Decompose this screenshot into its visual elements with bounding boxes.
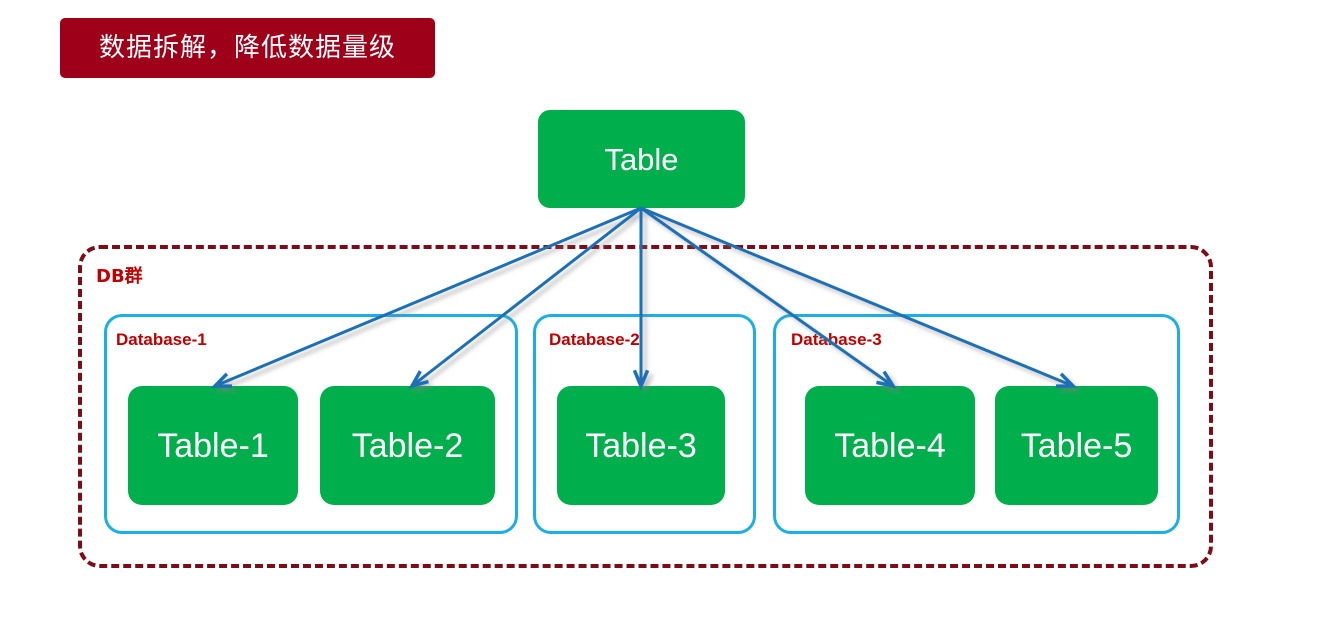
- database-label-3: Database-3: [791, 330, 882, 349]
- db-cluster-label: DB群: [96, 266, 143, 287]
- node-label: Table-5: [1020, 426, 1133, 465]
- database-label-2: Database-2: [549, 330, 640, 349]
- node-table-root[interactable]: Table: [538, 110, 745, 208]
- node-table-1[interactable]: Table-1: [128, 386, 298, 505]
- node-label: Table-1: [157, 426, 269, 465]
- node-table-3[interactable]: Table-3: [557, 386, 725, 505]
- node-label: Table: [604, 141, 679, 177]
- database-label-1: Database-1: [116, 330, 207, 349]
- node-label: Table-4: [834, 426, 946, 465]
- node-label: Table-3: [585, 426, 697, 465]
- node-table-5[interactable]: Table-5: [995, 386, 1158, 505]
- node-table-2[interactable]: Table-2: [320, 386, 495, 505]
- node-table-4[interactable]: Table-4: [805, 386, 975, 505]
- title-banner: 数据拆解，降低数据量级: [60, 18, 435, 78]
- title-banner-text: 数据拆解，降低数据量级: [98, 33, 396, 63]
- node-label: Table-2: [351, 426, 464, 465]
